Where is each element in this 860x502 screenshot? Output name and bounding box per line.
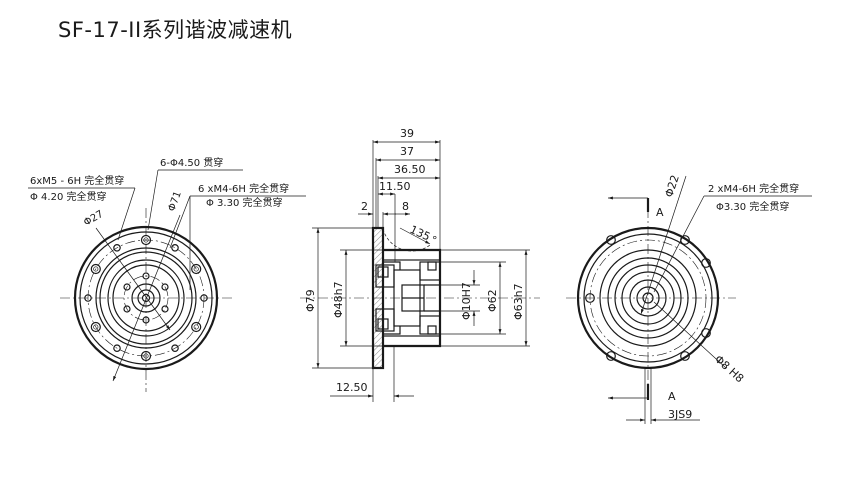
- page-title: SF-17-II系列谐波减速机: [58, 18, 293, 42]
- outer-flange-circle: [73, 225, 219, 371]
- dim-11-50: 11.50: [379, 180, 411, 193]
- inner-tapped-holes: [123, 272, 169, 324]
- dim-d10h7: Φ10H7: [460, 282, 473, 320]
- dim-12-50: 12.50: [336, 381, 368, 394]
- m4-holes-label: 6 xM4-6H 完全贯穿: [198, 182, 289, 195]
- dim-39: 39: [400, 127, 414, 140]
- outer-bolt-holes: [90, 234, 202, 362]
- right-rear-view: A A 3JS9 Φ22 2 xM4-6H 完全贯穿 Φ3.30 完全贯穿 Φ8…: [566, 173, 812, 424]
- d22-label: Φ22: [662, 173, 681, 199]
- dim-8: 8: [402, 200, 409, 213]
- d27-label: Φ27: [82, 209, 105, 229]
- dim-d63h7: Φ63h7: [512, 283, 525, 320]
- m4-rear-holes-label: 2 xM4-6H 完全贯穿: [708, 182, 799, 195]
- m5-drill-label: Φ 4.20 完全贯穿: [30, 190, 107, 203]
- dim-d62: Φ62: [486, 289, 499, 312]
- left-front-view: 6-Φ4.50 贯穿 6xM5 - 6H 完全贯穿 Φ 4.20 完全贯穿 6 …: [28, 156, 306, 392]
- keyway-3js9: 3JS9: [668, 408, 692, 421]
- dim-d79: Φ79: [304, 289, 317, 312]
- rear-flange-circle: [576, 226, 720, 370]
- dim-2: 2: [361, 200, 368, 213]
- d8h8-label: Φ8 H8: [712, 353, 746, 386]
- m4-rear-drill-label: Φ3.30 完全贯穿: [716, 200, 789, 213]
- dim-degree: °: [432, 234, 438, 247]
- holes-through-label: 6-Φ4.50 贯穿: [160, 156, 223, 169]
- m5-holes-label: 6xM5 - 6H 完全贯穿: [30, 174, 124, 187]
- dim-d48h7: Φ48h7: [332, 281, 345, 318]
- dim-135: 135: [408, 223, 433, 244]
- dim-36-50: 36.50: [394, 163, 426, 176]
- tapped-holes-outer: [84, 244, 208, 353]
- dim-37: 37: [400, 145, 414, 158]
- section-a-top: A: [656, 206, 664, 219]
- d71-label: Φ71: [166, 190, 183, 213]
- section-a-bottom: A: [668, 390, 676, 403]
- m4-drill-label: Φ 3.30 完全贯穿: [206, 196, 283, 209]
- middle-section-view: 39 37 36.50 11.50 2 8 135 ° Φ79 Φ48h7 Φ1…: [300, 127, 540, 402]
